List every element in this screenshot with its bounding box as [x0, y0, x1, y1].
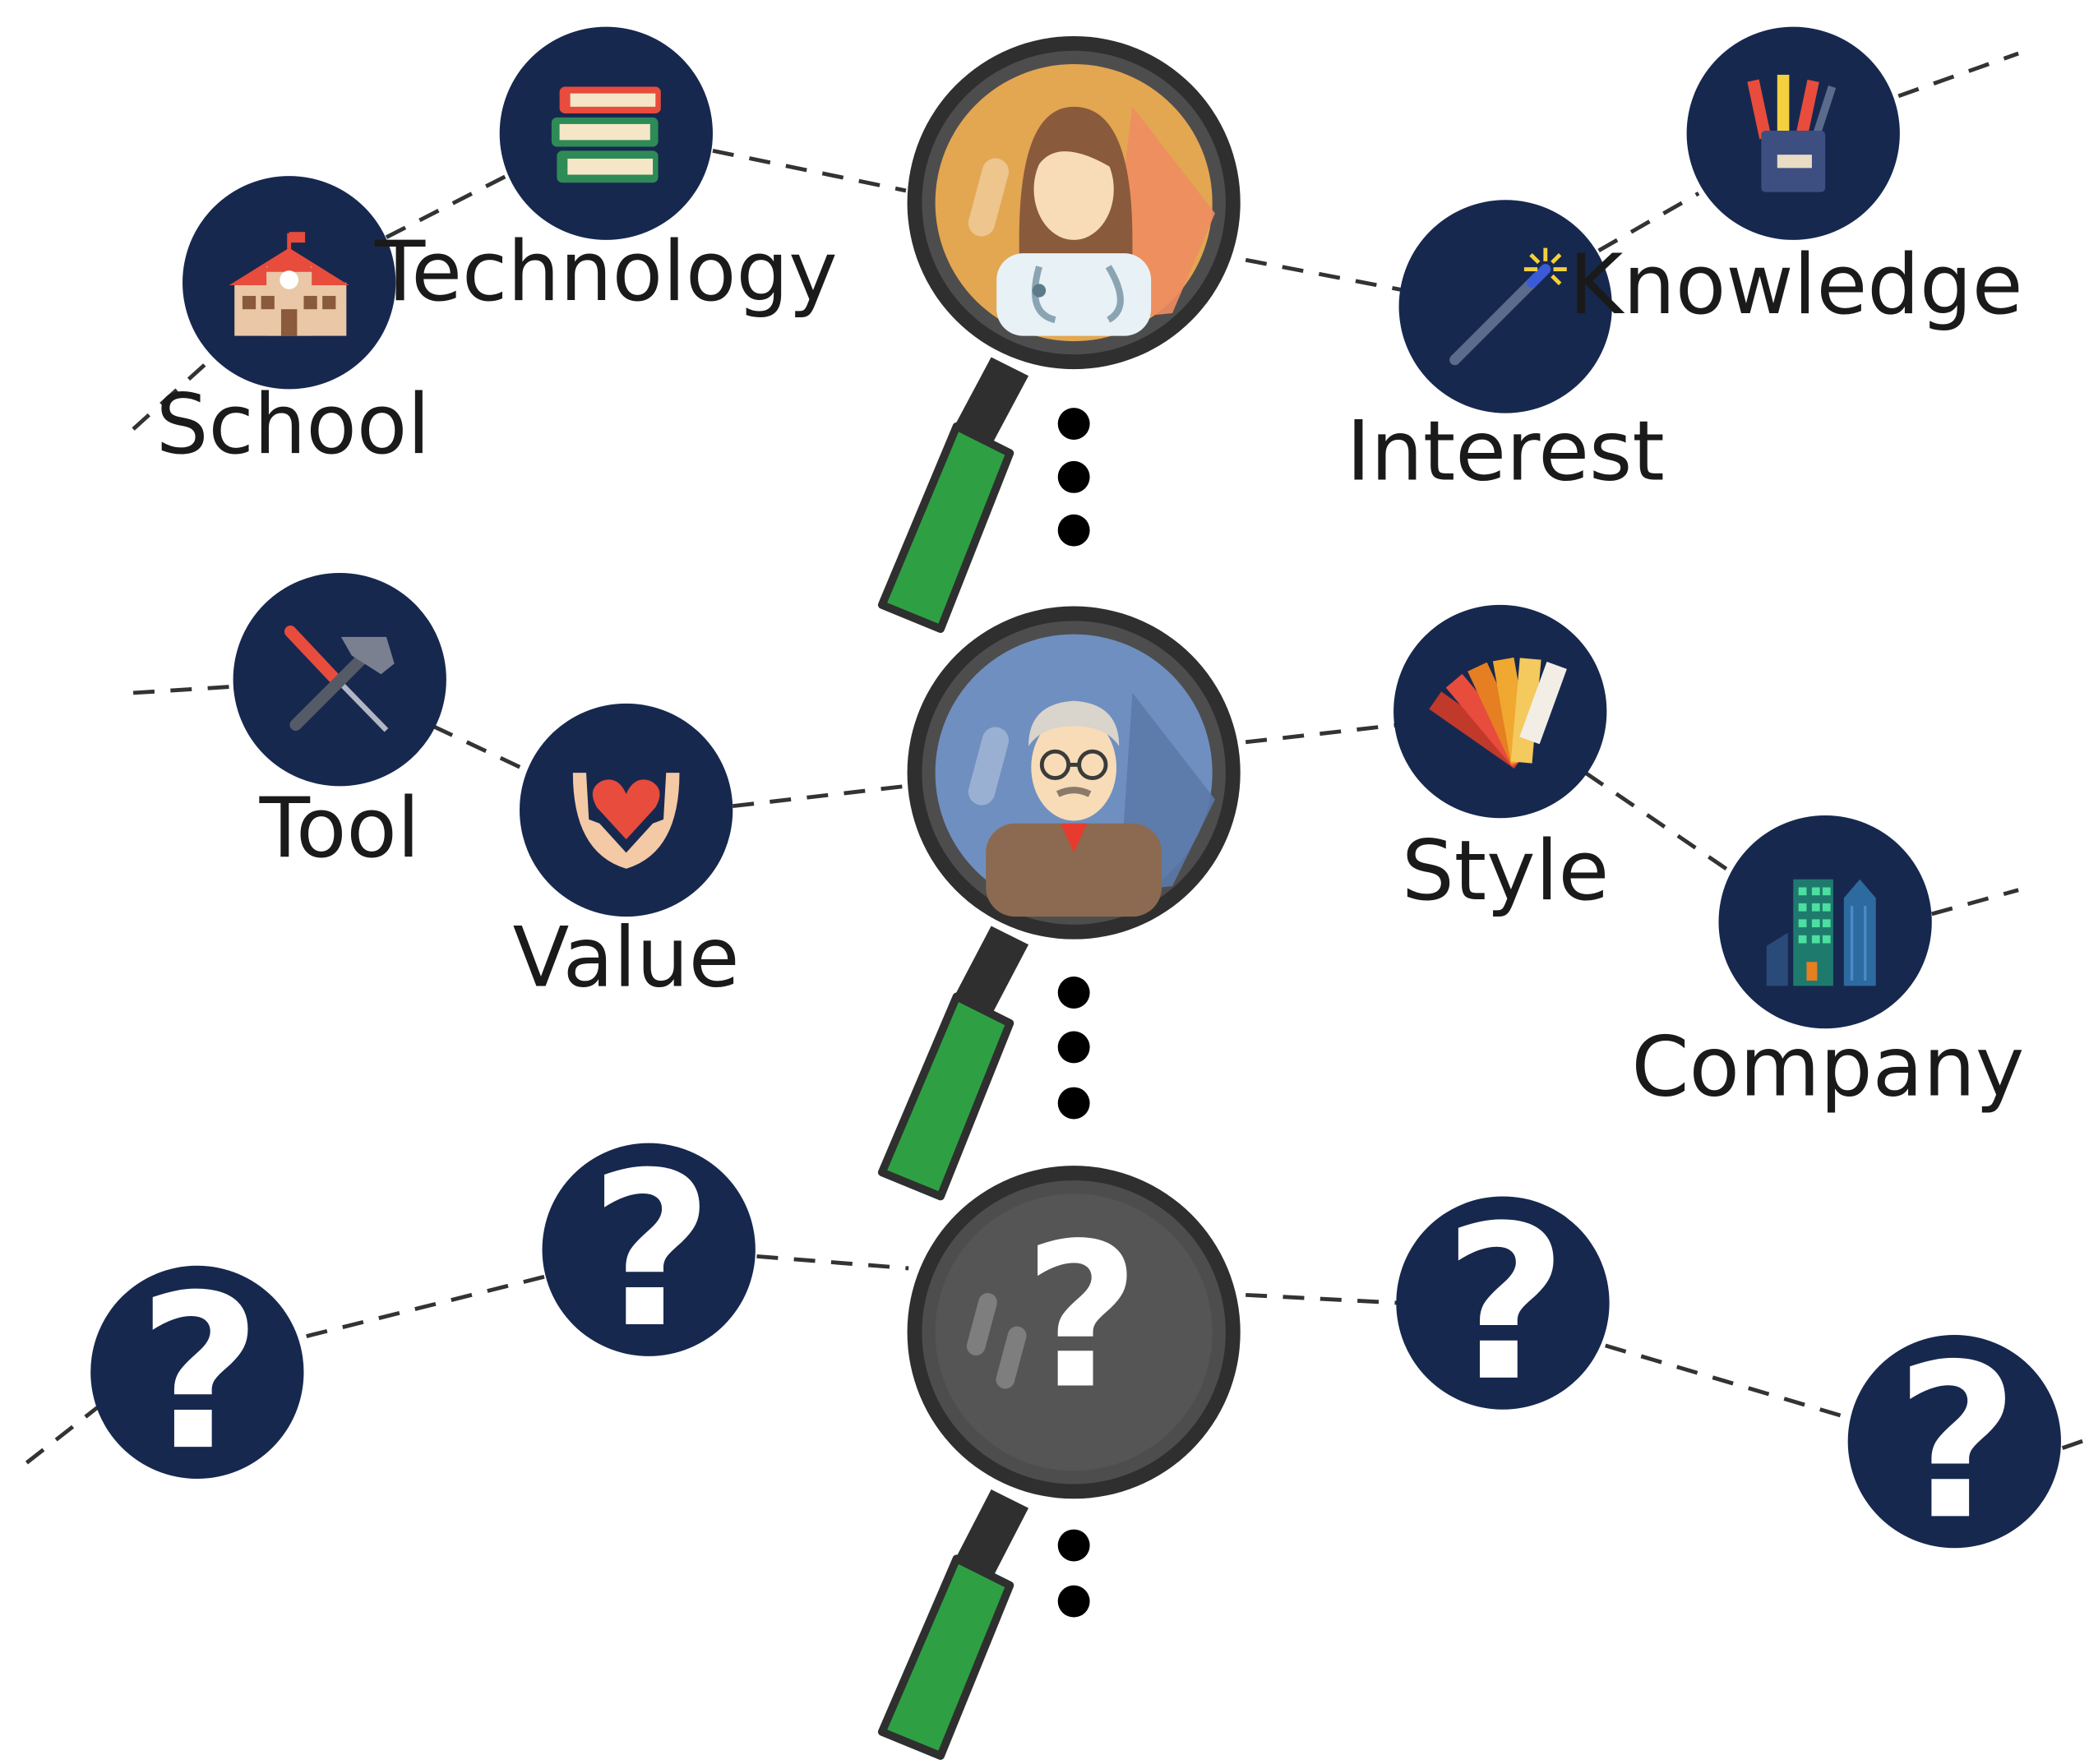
old-man-glasses-icon	[935, 634, 1215, 917]
question-mark-icon: ?	[138, 1249, 261, 1498]
magnifier-old-man	[877, 606, 1241, 1201]
node-label: Technology	[374, 224, 838, 320]
node-unknown-2: ?	[542, 1127, 756, 1375]
magnifier-handle	[877, 1489, 1029, 1760]
ellipsis-dots-2	[1057, 977, 1090, 1120]
node-label: Tool	[259, 780, 420, 876]
school-building-icon	[229, 232, 349, 336]
node-company: Company	[1631, 815, 2024, 1115]
node-value: Value	[513, 703, 740, 1005]
heart-hands-icon	[572, 773, 680, 869]
question-mark-icon: ?	[1024, 1201, 1139, 1434]
books-icon	[551, 86, 661, 183]
node-label: Company	[1631, 1018, 2024, 1115]
node-label: Style	[1402, 823, 1609, 919]
ellipsis-dots-3	[1057, 1529, 1090, 1618]
hammer-screwdriver-icon	[284, 626, 395, 732]
node-tool: Tool	[233, 573, 446, 876]
magnifier-unknown: ?	[877, 1166, 1241, 1760]
connector-lines	[25, 51, 2089, 1465]
female-doctor-icon	[935, 63, 1215, 342]
office-buildings-icon	[1766, 879, 1876, 986]
node-label: Interest	[1347, 404, 1665, 500]
node-unknown-4: ?	[1847, 1318, 2061, 1567]
node-style: Style	[1393, 604, 1609, 919]
node-technology: Technology	[374, 26, 838, 320]
question-mark-icon: ?	[1444, 1180, 1567, 1429]
magnifier-handle	[877, 357, 1029, 633]
magnifier-doctor	[877, 35, 1241, 633]
pencil-cup-icon	[1747, 74, 1837, 192]
node-label: School	[156, 376, 431, 473]
node-unknown-1: ?	[90, 1249, 304, 1498]
node-knowledge: Knowledge	[1569, 26, 2023, 333]
magic-wand-icon	[1449, 247, 1567, 366]
node-label: Knowledge	[1569, 237, 2022, 333]
question-mark-icon: ?	[1895, 1318, 2018, 1567]
question-mark-icon: ?	[589, 1127, 713, 1375]
ellipsis-dots-1	[1057, 408, 1090, 547]
color-swatch-fan-icon	[1429, 657, 1567, 769]
node-school: School	[156, 176, 431, 473]
node-interest: Interest	[1347, 200, 1665, 500]
magnifier-handle	[877, 926, 1029, 1201]
node-label: Value	[513, 909, 740, 1005]
node-unknown-3: ?	[1396, 1180, 1610, 1429]
